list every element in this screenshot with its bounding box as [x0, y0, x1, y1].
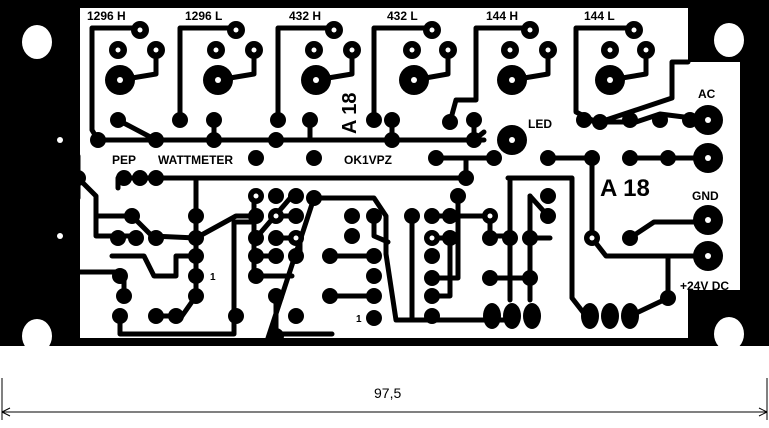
label-pin1-b: 1: [356, 314, 362, 325]
dimension-arrow-left: [1, 407, 11, 417]
dimension-arrow-right: [758, 407, 768, 417]
label-pep-top: PEP: [112, 153, 136, 167]
mounting-holes: [22, 23, 744, 353]
oval-pads: [483, 303, 639, 329]
label-144l: 144 L: [584, 9, 615, 23]
drill-holes: [57, 27, 711, 259]
label-board-id: A 18: [600, 175, 650, 202]
label-led: LED: [528, 117, 552, 131]
label-supply: +24V DC: [680, 279, 729, 293]
label-432l: 432 L: [387, 9, 418, 23]
dimension-annotation: [1, 378, 768, 420]
label-1296h: 1296 H: [87, 9, 126, 23]
mounting-hole-bottom-right: [714, 317, 744, 351]
board-labels: 1296 H 1296 L 432 H 432 L 144 H 144 L DE…: [39, 9, 729, 325]
mounting-hole-bottom-left: [22, 319, 52, 353]
label-pin1-a: 1: [210, 272, 216, 283]
small-pads: [32, 21, 698, 344]
label-det: DET: [39, 93, 53, 118]
label-ac: AC: [698, 87, 716, 101]
mounting-hole-top-left: [22, 25, 52, 59]
label-1296l: 1296 L: [185, 9, 222, 23]
label-board-id-vertical: A 18: [339, 92, 361, 134]
label-callsign: OK1VPZ: [344, 153, 392, 167]
label-144h: 144 H: [486, 9, 518, 23]
label-pep-left: PEP: [39, 262, 53, 286]
label-gnd: GND: [692, 189, 719, 203]
label-432h: 432 H: [289, 9, 321, 23]
mounting-hole-top-right: [714, 23, 744, 57]
dimension-value: 97,5: [374, 385, 401, 401]
label-wattmeter: WATTMETER: [158, 153, 233, 167]
